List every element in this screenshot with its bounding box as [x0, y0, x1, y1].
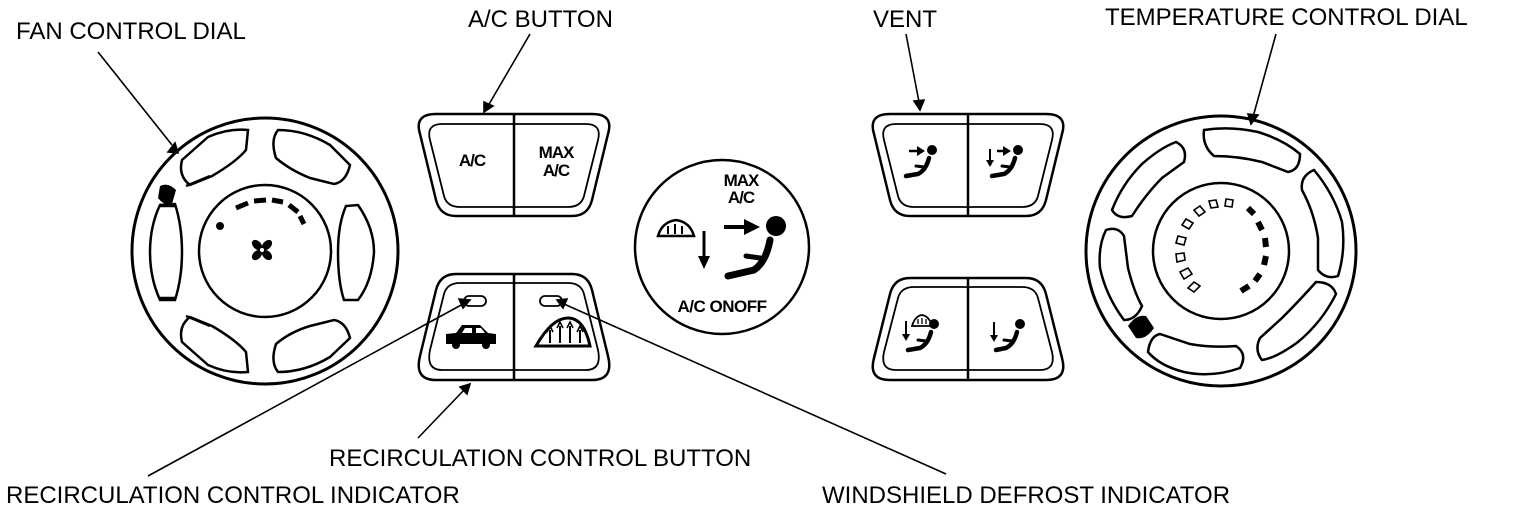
right-arrow-icon [724, 219, 760, 235]
down-arrow-icon [698, 231, 710, 269]
recirculation-control-button-label: RECIRCULATION CONTROL BUTTON [329, 445, 752, 472]
ac-button-label: A/C BUTTON [468, 6, 613, 33]
left-button-block: A/C MAX A/C [417, 112, 611, 382]
fan-icon [251, 239, 273, 261]
windshield-defrost-button[interactable] [514, 283, 598, 370]
max-ac-button[interactable]: MAX A/C [514, 124, 598, 208]
fan-control-dial-label: FAN CONTROL DIAL [16, 18, 246, 45]
right-button-block [871, 112, 1065, 382]
windshield-defrost-icon [533, 316, 592, 348]
vent-mode-button[interactable] [884, 124, 968, 208]
leader-lines [97, 33, 1277, 477]
fan-control-dial [130, 116, 400, 386]
car-recirculation-icon [446, 325, 496, 349]
windshield-defrost-indicator-label: WINDSHIELD DEFROST INDICATOR [822, 482, 1231, 509]
center-ac-label: A/C [728, 188, 755, 207]
temperature-control-dial-label: TEMPERATURE CONTROL DIAL [1105, 4, 1468, 31]
temperature-control-dial [1084, 114, 1358, 388]
bilevel-mode-button[interactable] [968, 124, 1052, 208]
center-display: MAX A/C A/C ONOFF [633, 158, 811, 336]
vent-mode-icon [903, 145, 937, 179]
max-ac-button-label-line2: A/C [543, 161, 570, 180]
seated-person-icon [724, 216, 786, 280]
windshield-defrost-icon [656, 218, 696, 238]
ac-button[interactable]: A/C [430, 124, 514, 208]
recirculation-control-button[interactable] [430, 283, 514, 370]
bilevel-mode-icon [986, 145, 1023, 179]
max-ac-button-label-line1: MAX [539, 143, 575, 162]
center-ac-status: A/C ONOFF [678, 297, 767, 316]
center-max-label: MAX [724, 171, 760, 190]
vent-label: VENT [873, 6, 938, 33]
floor-defrost-mode-button[interactable] [884, 287, 968, 370]
floor-mode-icon [990, 319, 1025, 353]
ac-button-label: A/C [459, 151, 486, 170]
floor-defrost-mode-icon [902, 314, 939, 353]
floor-mode-button[interactable] [968, 287, 1052, 370]
recirculation-control-indicator-label: RECIRCULATION CONTROL INDICATOR [6, 482, 460, 509]
